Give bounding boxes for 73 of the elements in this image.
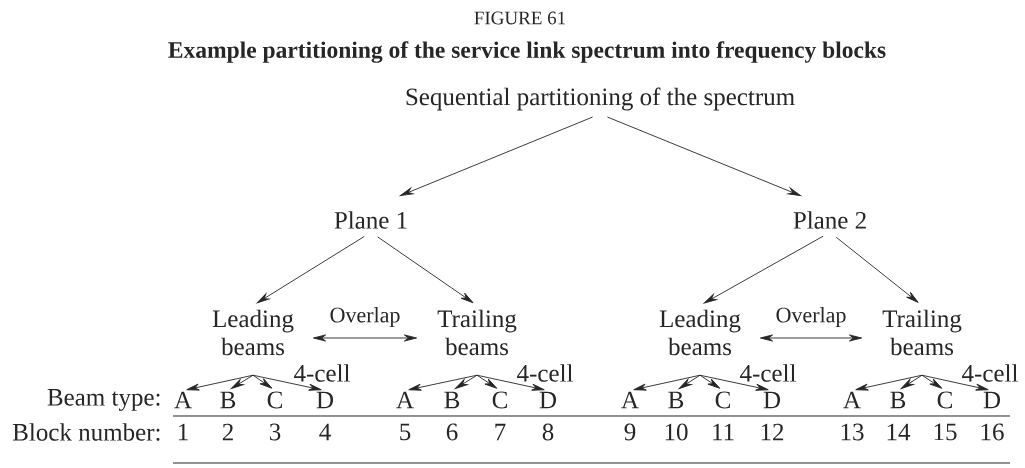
arrow (256, 236, 365, 304)
figure-number: FIGURE 61 (474, 11, 566, 25)
arrow (230, 374, 254, 389)
arrow (454, 374, 478, 389)
block-number: 4 (319, 423, 331, 441)
beam-type-letter: C (492, 391, 507, 409)
edge-label: Overlap (774, 306, 848, 328)
block-number: 10 (665, 423, 688, 441)
beam-group-label: Trailing beams (882, 309, 962, 356)
arrow (921, 374, 943, 389)
beam-type-letter: D (763, 391, 780, 409)
beam-type-letter: C (267, 391, 282, 409)
block-number: 11 (713, 423, 734, 441)
arrow (921, 374, 989, 391)
block-number: 14 (887, 423, 911, 441)
arrow (855, 374, 923, 391)
block-number: 2 (222, 423, 233, 441)
beam-type-letter: B (220, 391, 236, 409)
arrow (606, 116, 801, 197)
arrow (678, 374, 701, 389)
arrow (252, 374, 273, 389)
row-heading: Block number: (12, 423, 160, 441)
arrow (312, 334, 418, 342)
arrow (186, 374, 254, 391)
beam-type-letter: A (396, 391, 414, 409)
arrow (759, 334, 863, 342)
cell-pattern-label: 4-cell (294, 364, 350, 382)
edge-label: Overlap (328, 306, 402, 328)
arrow (476, 374, 545, 391)
arrow (252, 374, 322, 391)
beam-type-letter: B (668, 391, 684, 409)
row-heading: Beam type: (47, 389, 160, 411)
plane-label: Plane 1 (334, 211, 407, 229)
block-number: 6 (446, 423, 458, 441)
beam-type-letter: D (983, 391, 1000, 409)
beam-type-letter: D (539, 391, 557, 409)
beam-type-letter: B (890, 391, 906, 409)
beam-type-letter: A (843, 391, 861, 409)
arrow (699, 374, 769, 391)
block-number: 12 (761, 423, 784, 441)
arrow (476, 374, 498, 389)
arrow (699, 374, 721, 389)
block-number: 3 (269, 423, 281, 441)
beam-type-letter: C (715, 391, 730, 409)
cell-pattern-label: 4-cell (962, 364, 1018, 382)
block-number: 5 (400, 423, 411, 441)
beam-type-letter: C (937, 391, 952, 409)
beam-type-letter: D (316, 391, 334, 409)
beam-group-label: Trailing beams (437, 309, 517, 356)
block-number: 1 (178, 423, 188, 441)
arrow (835, 236, 919, 303)
beam-type-letter: A (174, 391, 192, 409)
arrow (408, 374, 478, 391)
arrow (703, 235, 824, 304)
arrow (633, 374, 701, 391)
beam-group-label: Leading beams (659, 309, 741, 356)
beam-type-letter: A (621, 391, 639, 409)
block-number: 13 (841, 423, 864, 441)
arrow (900, 374, 923, 389)
block-number: 15 (934, 423, 957, 441)
beam-type-letter: B (444, 391, 460, 409)
beam-group-label: Leading beams (212, 309, 294, 356)
arrow (377, 236, 474, 304)
cell-pattern-label: 4-cell (740, 364, 796, 382)
figure-title: Example partitioning of the service link spectrum into frequency blocks (168, 41, 886, 63)
cell-pattern-label: 4-cell (517, 364, 573, 382)
block-number: 8 (542, 423, 554, 441)
arrow (400, 116, 594, 197)
block-number: 7 (495, 423, 506, 441)
block-number: 16 (981, 423, 1004, 441)
spectrum-heading: Sequential partitioning of the spectrum (406, 87, 795, 111)
plane-label: Plane 2 (793, 211, 866, 229)
block-number: 9 (624, 423, 636, 441)
